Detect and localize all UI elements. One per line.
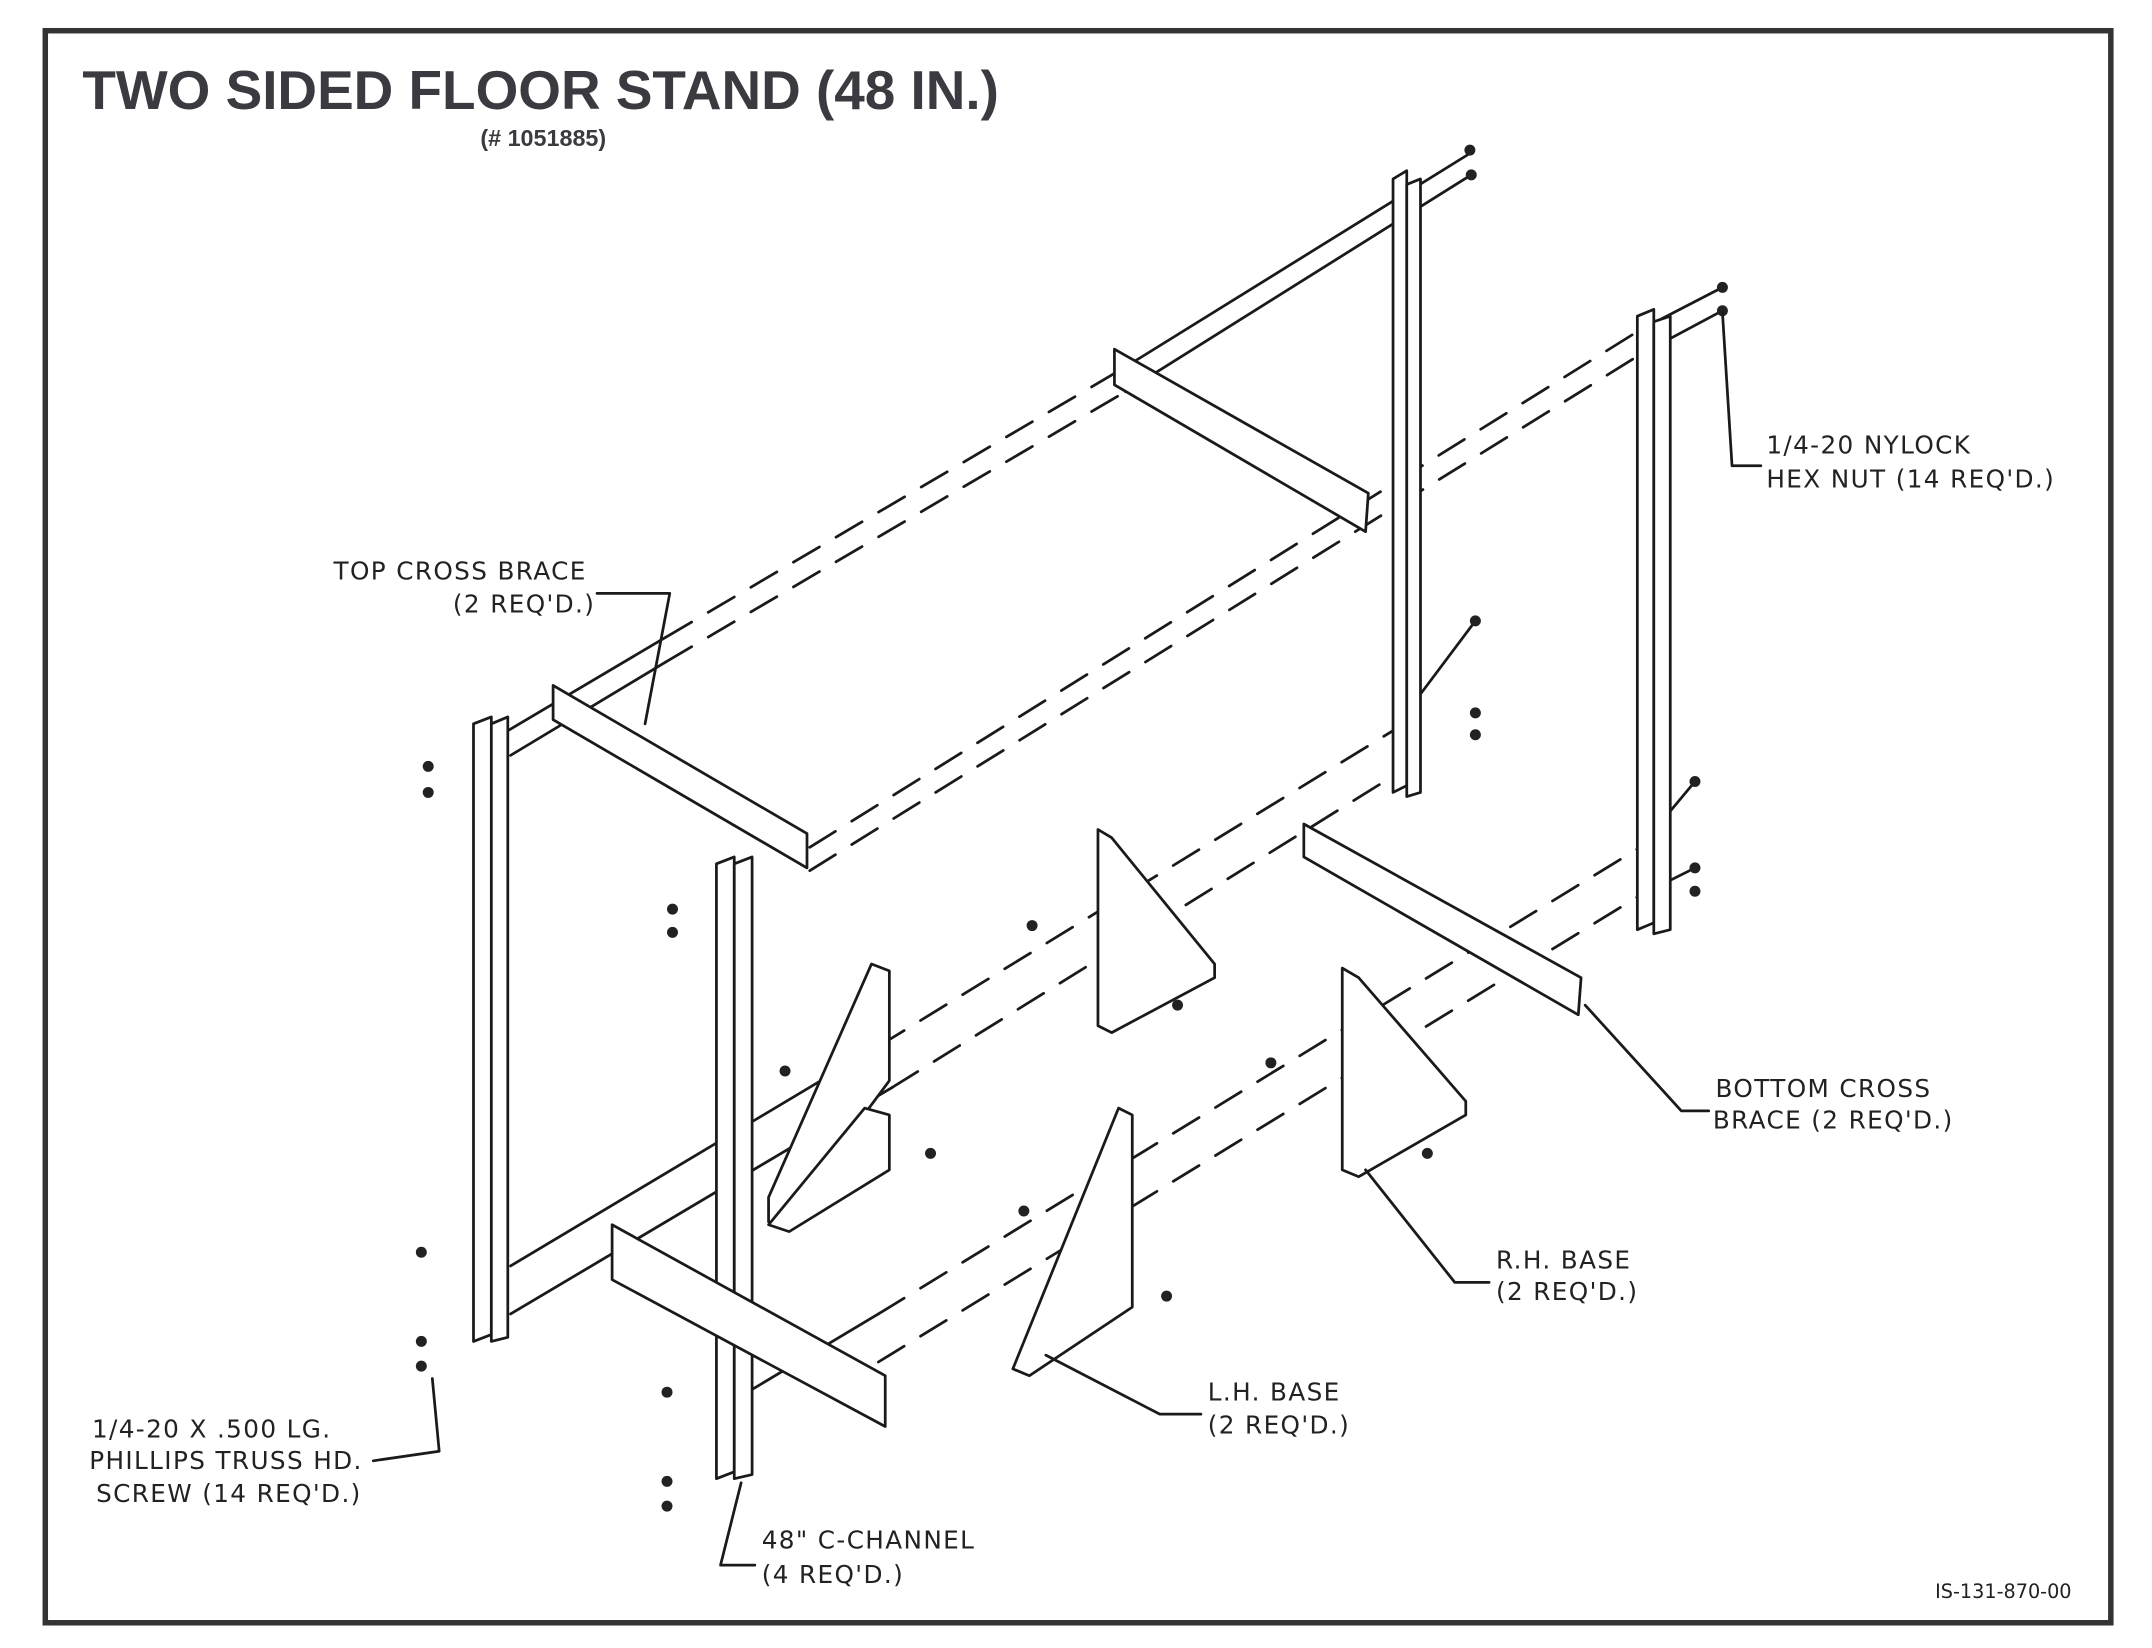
drawing-title: TWO SIDED FLOOR STAND (48 IN.) — [82, 59, 999, 121]
fasteners — [415, 144, 1728, 1512]
callout-lh-base-qty: (2 REQ'D.) — [1208, 1410, 1350, 1439]
callout-rh-base-qty: (2 REQ'D.) — [1496, 1277, 1638, 1306]
callout-rh-base: R.H. BASE — [1496, 1246, 1631, 1275]
part-number: (# 1051885) — [480, 125, 606, 151]
leader-lines — [371, 310, 1763, 1567]
cross-braces — [551, 347, 1583, 1428]
callout-top-cross-brace: TOP CROSS BRACE — [333, 557, 587, 586]
c-channels — [472, 169, 1672, 1481]
callout-bottom-cross-brace-qty: BRACE (2 REQ'D.) — [1713, 1106, 1954, 1135]
callout-screw-qty: SCREW (14 REQ'D.) — [96, 1479, 362, 1508]
callout-c-channel-qty: (4 REQ'D.) — [762, 1560, 904, 1589]
callout-c-channel: 48" C-CHANNEL — [762, 1526, 976, 1555]
callout-top-cross-brace-qty: (2 REQ'D.) — [453, 590, 595, 619]
bases — [767, 828, 1468, 1378]
drawing-border — [42, 27, 2114, 1626]
callout-screw: 1/4-20 X .500 LG. — [92, 1414, 332, 1443]
callout-bottom-cross-brace: BOTTOM CROSS — [1716, 1074, 1932, 1103]
drawing-code: IS-131-870-00 — [1935, 1580, 2071, 1603]
callout-screw-type: PHILLIPS TRUSS HD. — [89, 1446, 363, 1475]
callout-nylock-nut: 1/4-20 NYLOCK — [1766, 430, 1971, 459]
callout-lh-base: L.H. BASE — [1208, 1377, 1341, 1406]
callout-nylock-nut-qty: HEX NUT (14 REQ'D.) — [1766, 465, 2055, 494]
